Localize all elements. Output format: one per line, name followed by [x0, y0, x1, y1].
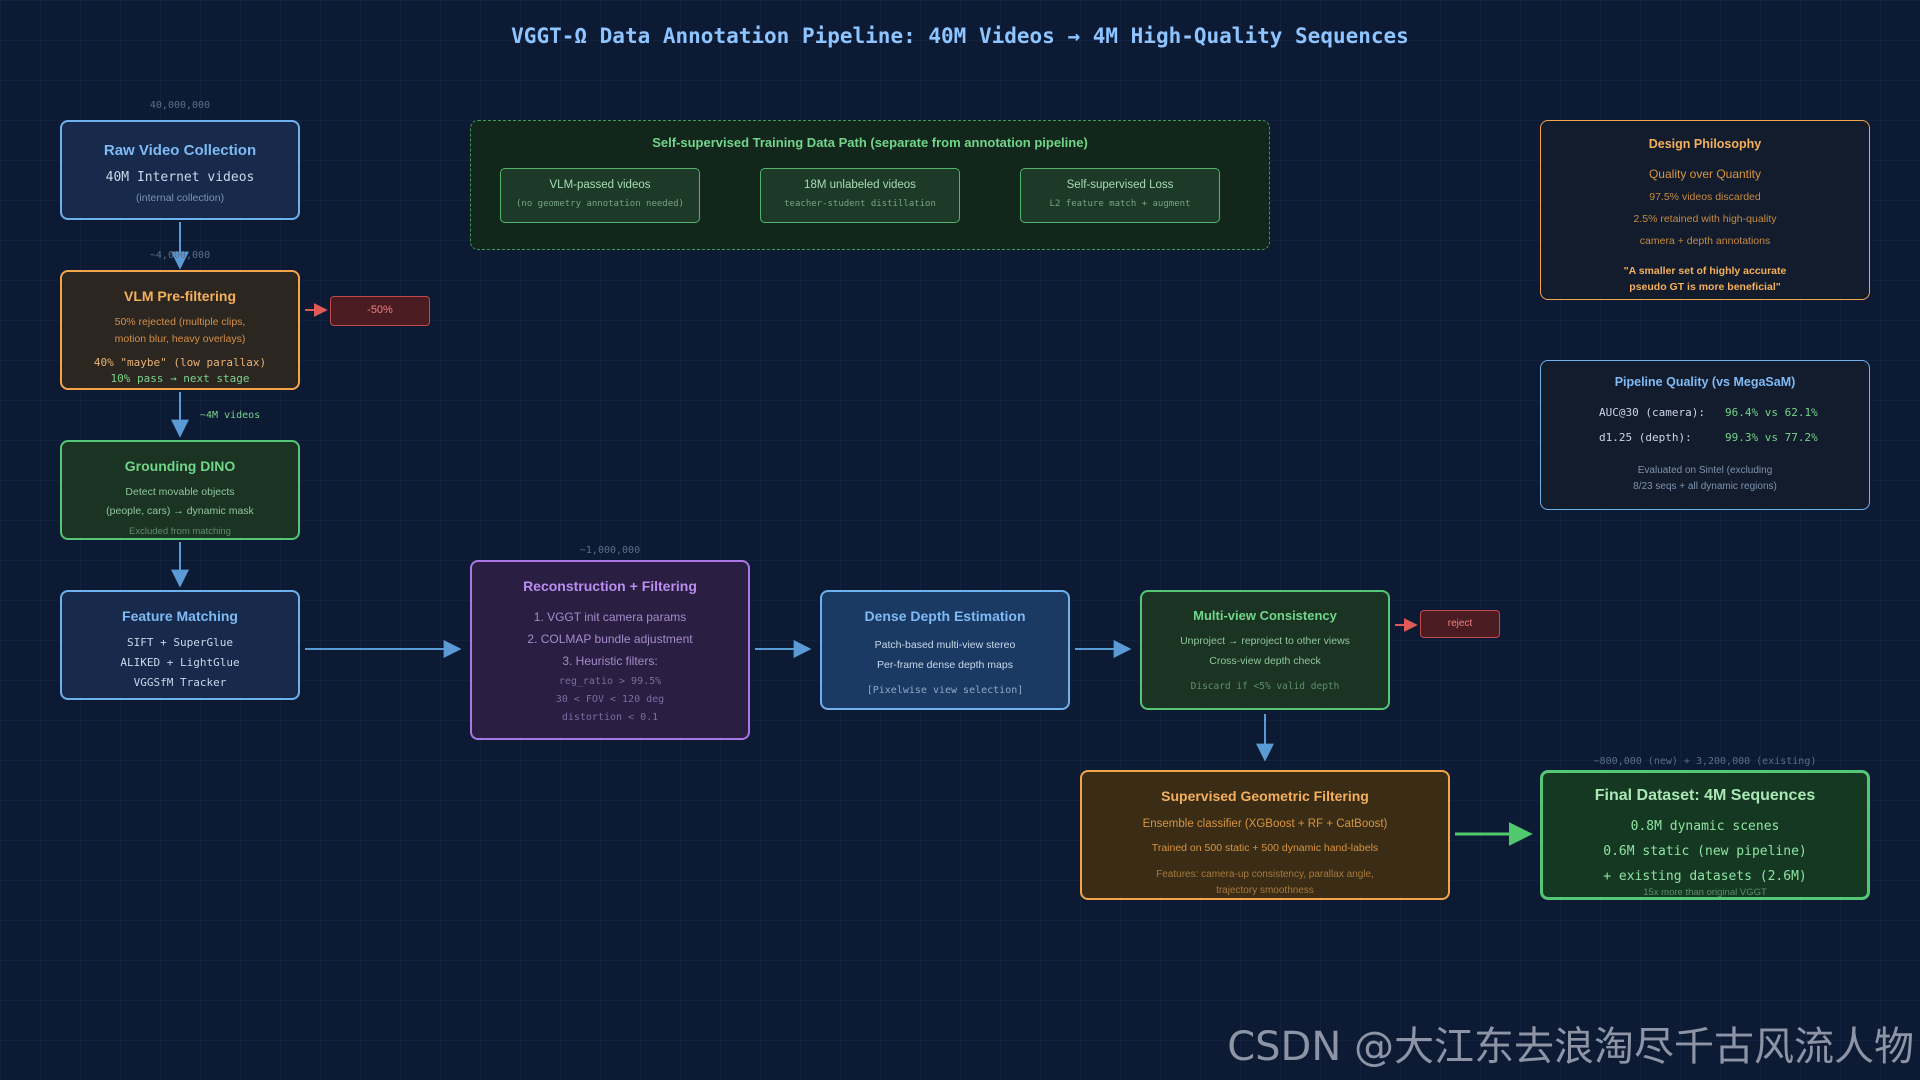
vlm-line2: motion blur, heavy overlays): [114, 333, 246, 345]
feature-title: Feature Matching: [122, 608, 238, 624]
vlm-line4: 10% pass → next stage: [110, 372, 250, 385]
dense-depth-box: Dense Depth Estimation Patch-based multi…: [820, 590, 1070, 710]
page-title: VGGT-Ω Data Annotation Pipeline: 40M Vid…: [511, 24, 1409, 48]
multiview-title: Multi-view Consistency: [1193, 608, 1337, 623]
grounding-dino-box: Grounding DINO Detect movable objects (p…: [60, 440, 300, 540]
count-vlm: ~4,000,000: [149, 250, 211, 261]
recon-line3: 3. Heuristic filters:: [562, 654, 658, 668]
multiview-line2: Cross-view depth check: [1209, 655, 1321, 667]
selfsup-title: Self-supervised Training Data Path (sepa…: [652, 135, 1088, 150]
multiview-line1: Unproject → reproject to other views: [1180, 635, 1350, 647]
multiview-line3: Discard if <5% valid depth: [1190, 681, 1340, 692]
design-philosophy-box: Design Philosophy Quality over Quantity …: [1540, 120, 1870, 300]
feature-line1: SIFT + SuperGlue: [127, 636, 233, 649]
selfsup-box-loss: Self-supervised Loss L2 feature match + …: [1020, 168, 1220, 223]
final-title: Final Dataset: 4M Sequences: [1594, 787, 1816, 804]
selfsup-box-vlm-passed: VLM-passed videos (no geometry annotatio…: [500, 168, 700, 223]
final-line4: 15x more than original VGGT: [1643, 887, 1767, 898]
recon-line1: 1. VGGT init camera params: [533, 610, 687, 624]
dino-line3: Excluded from matching: [129, 526, 231, 537]
depth-line2: Per-frame dense depth maps: [877, 659, 1013, 671]
supervised-line4: trajectory smoothness: [1216, 885, 1314, 896]
raw-video-line2: (internal collection): [135, 192, 225, 204]
supervised-line1: Ensemble classifier (XGBoost + RF + CatB…: [1142, 818, 1388, 830]
quality-metric1-label: AUC@30 (camera):: [1599, 406, 1705, 419]
design-line2: 97.5% videos discarded: [1649, 191, 1761, 203]
dino-line2: (people, cars) → dynamic mask: [106, 505, 254, 517]
reconstruction-filtering-box: Reconstruction + Filtering 1. VGGT init …: [470, 560, 750, 740]
recon-line5: 30 < FOV < 120 deg: [555, 694, 665, 705]
vlm-line1: 50% rejected (multiple clips,: [114, 316, 246, 328]
final-dataset-box: Final Dataset: 4M Sequences 0.8M dynamic…: [1540, 770, 1870, 900]
final-line2: 0.6M static (new pipeline): [1603, 844, 1807, 859]
design-title: Design Philosophy: [1648, 137, 1762, 151]
quality-note1: Evaluated on Sintel (excluding: [1637, 465, 1773, 476]
multiview-consistency-box: Multi-view Consistency Unproject → repro…: [1140, 590, 1390, 710]
design-quote1: "A smaller set of highly accurate: [1623, 265, 1787, 277]
selfsup-box-unlabeled: 18M unlabeled videos teacher-student dis…: [760, 168, 960, 223]
count-raw: 40,000,000: [149, 100, 211, 111]
vlm-line3: 40% "maybe" (low parallax): [93, 356, 267, 369]
vlm-title: VLM Pre-filtering: [123, 288, 236, 304]
quality-metric1-value: 96.4% vs 62.1%: [1725, 406, 1818, 419]
dino-line1: Detect movable objects: [125, 486, 235, 498]
supervised-line3: Features: camera-up consistency, paralla…: [1156, 869, 1374, 880]
quality-metric2-value: 99.3% vs 77.2%: [1725, 431, 1818, 444]
design-line1: Quality over Quantity: [1648, 167, 1762, 181]
depth-title: Dense Depth Estimation: [864, 608, 1026, 624]
quality-metric2-label: d1.25 (depth):: [1599, 431, 1692, 444]
count-final: ~800,000 (new) + 3,200,000 (existing): [1593, 756, 1817, 767]
supervised-title: Supervised Geometric Filtering: [1161, 788, 1369, 804]
multiview-reject-badge: reject: [1420, 610, 1500, 638]
feature-line2: ALIKED + LightGlue: [120, 656, 240, 669]
quality-title: Pipeline Quality (vs MegaSaM): [1614, 375, 1796, 389]
recon-title: Reconstruction + Filtering: [523, 578, 697, 594]
recon-line4: reg_ratio > 99.5%: [558, 676, 662, 687]
feature-matching-box: Feature Matching SIFT + SuperGlue ALIKED…: [60, 590, 300, 700]
supervised-geometric-box: Supervised Geometric Filtering Ensemble …: [1080, 770, 1450, 900]
design-quote2: pseudo GT is more beneficial": [1629, 281, 1781, 293]
design-line3: 2.5% retained with high-quality: [1633, 213, 1777, 225]
watermark-text: CSDN @大江东去浪淘尽千古风流人物: [1227, 1024, 1914, 1070]
quality-note2: 8/23 seqs + all dynamic regions): [1633, 481, 1777, 492]
recon-line6: distortion < 0.1: [561, 712, 659, 723]
dino-title: Grounding DINO: [124, 458, 236, 474]
raw-video-collection-box: Raw Video Collection 40M Internet videos…: [60, 120, 300, 220]
feature-line3: VGGSfM Tracker: [133, 676, 227, 689]
recon-line2: 2. COLMAP bundle adjustment: [527, 632, 693, 646]
depth-line1: Patch-based multi-view stereo: [874, 639, 1016, 651]
vlm-arrow-label: ~4M videos: [200, 410, 261, 421]
raw-video-line1: 40M Internet videos: [105, 170, 255, 185]
design-line4: camera + depth annotations: [1639, 235, 1771, 247]
raw-video-title: Raw Video Collection: [103, 142, 257, 159]
count-recon: ~1,000,000: [579, 545, 641, 556]
supervised-line2: Trained on 500 static + 500 dynamic hand…: [1151, 842, 1379, 854]
vlm-prefiltering-box: VLM Pre-filtering 50% rejected (multiple…: [60, 270, 300, 390]
final-line3: + existing datasets (2.6M): [1603, 869, 1807, 884]
final-line1: 0.8M dynamic scenes: [1630, 819, 1780, 834]
pipeline-quality-box: Pipeline Quality (vs MegaSaM) AUC@30 (ca…: [1540, 360, 1870, 510]
depth-line3: [Pixelwise view selection]: [866, 685, 1024, 696]
vlm-reject-badge: -50%: [330, 296, 430, 326]
